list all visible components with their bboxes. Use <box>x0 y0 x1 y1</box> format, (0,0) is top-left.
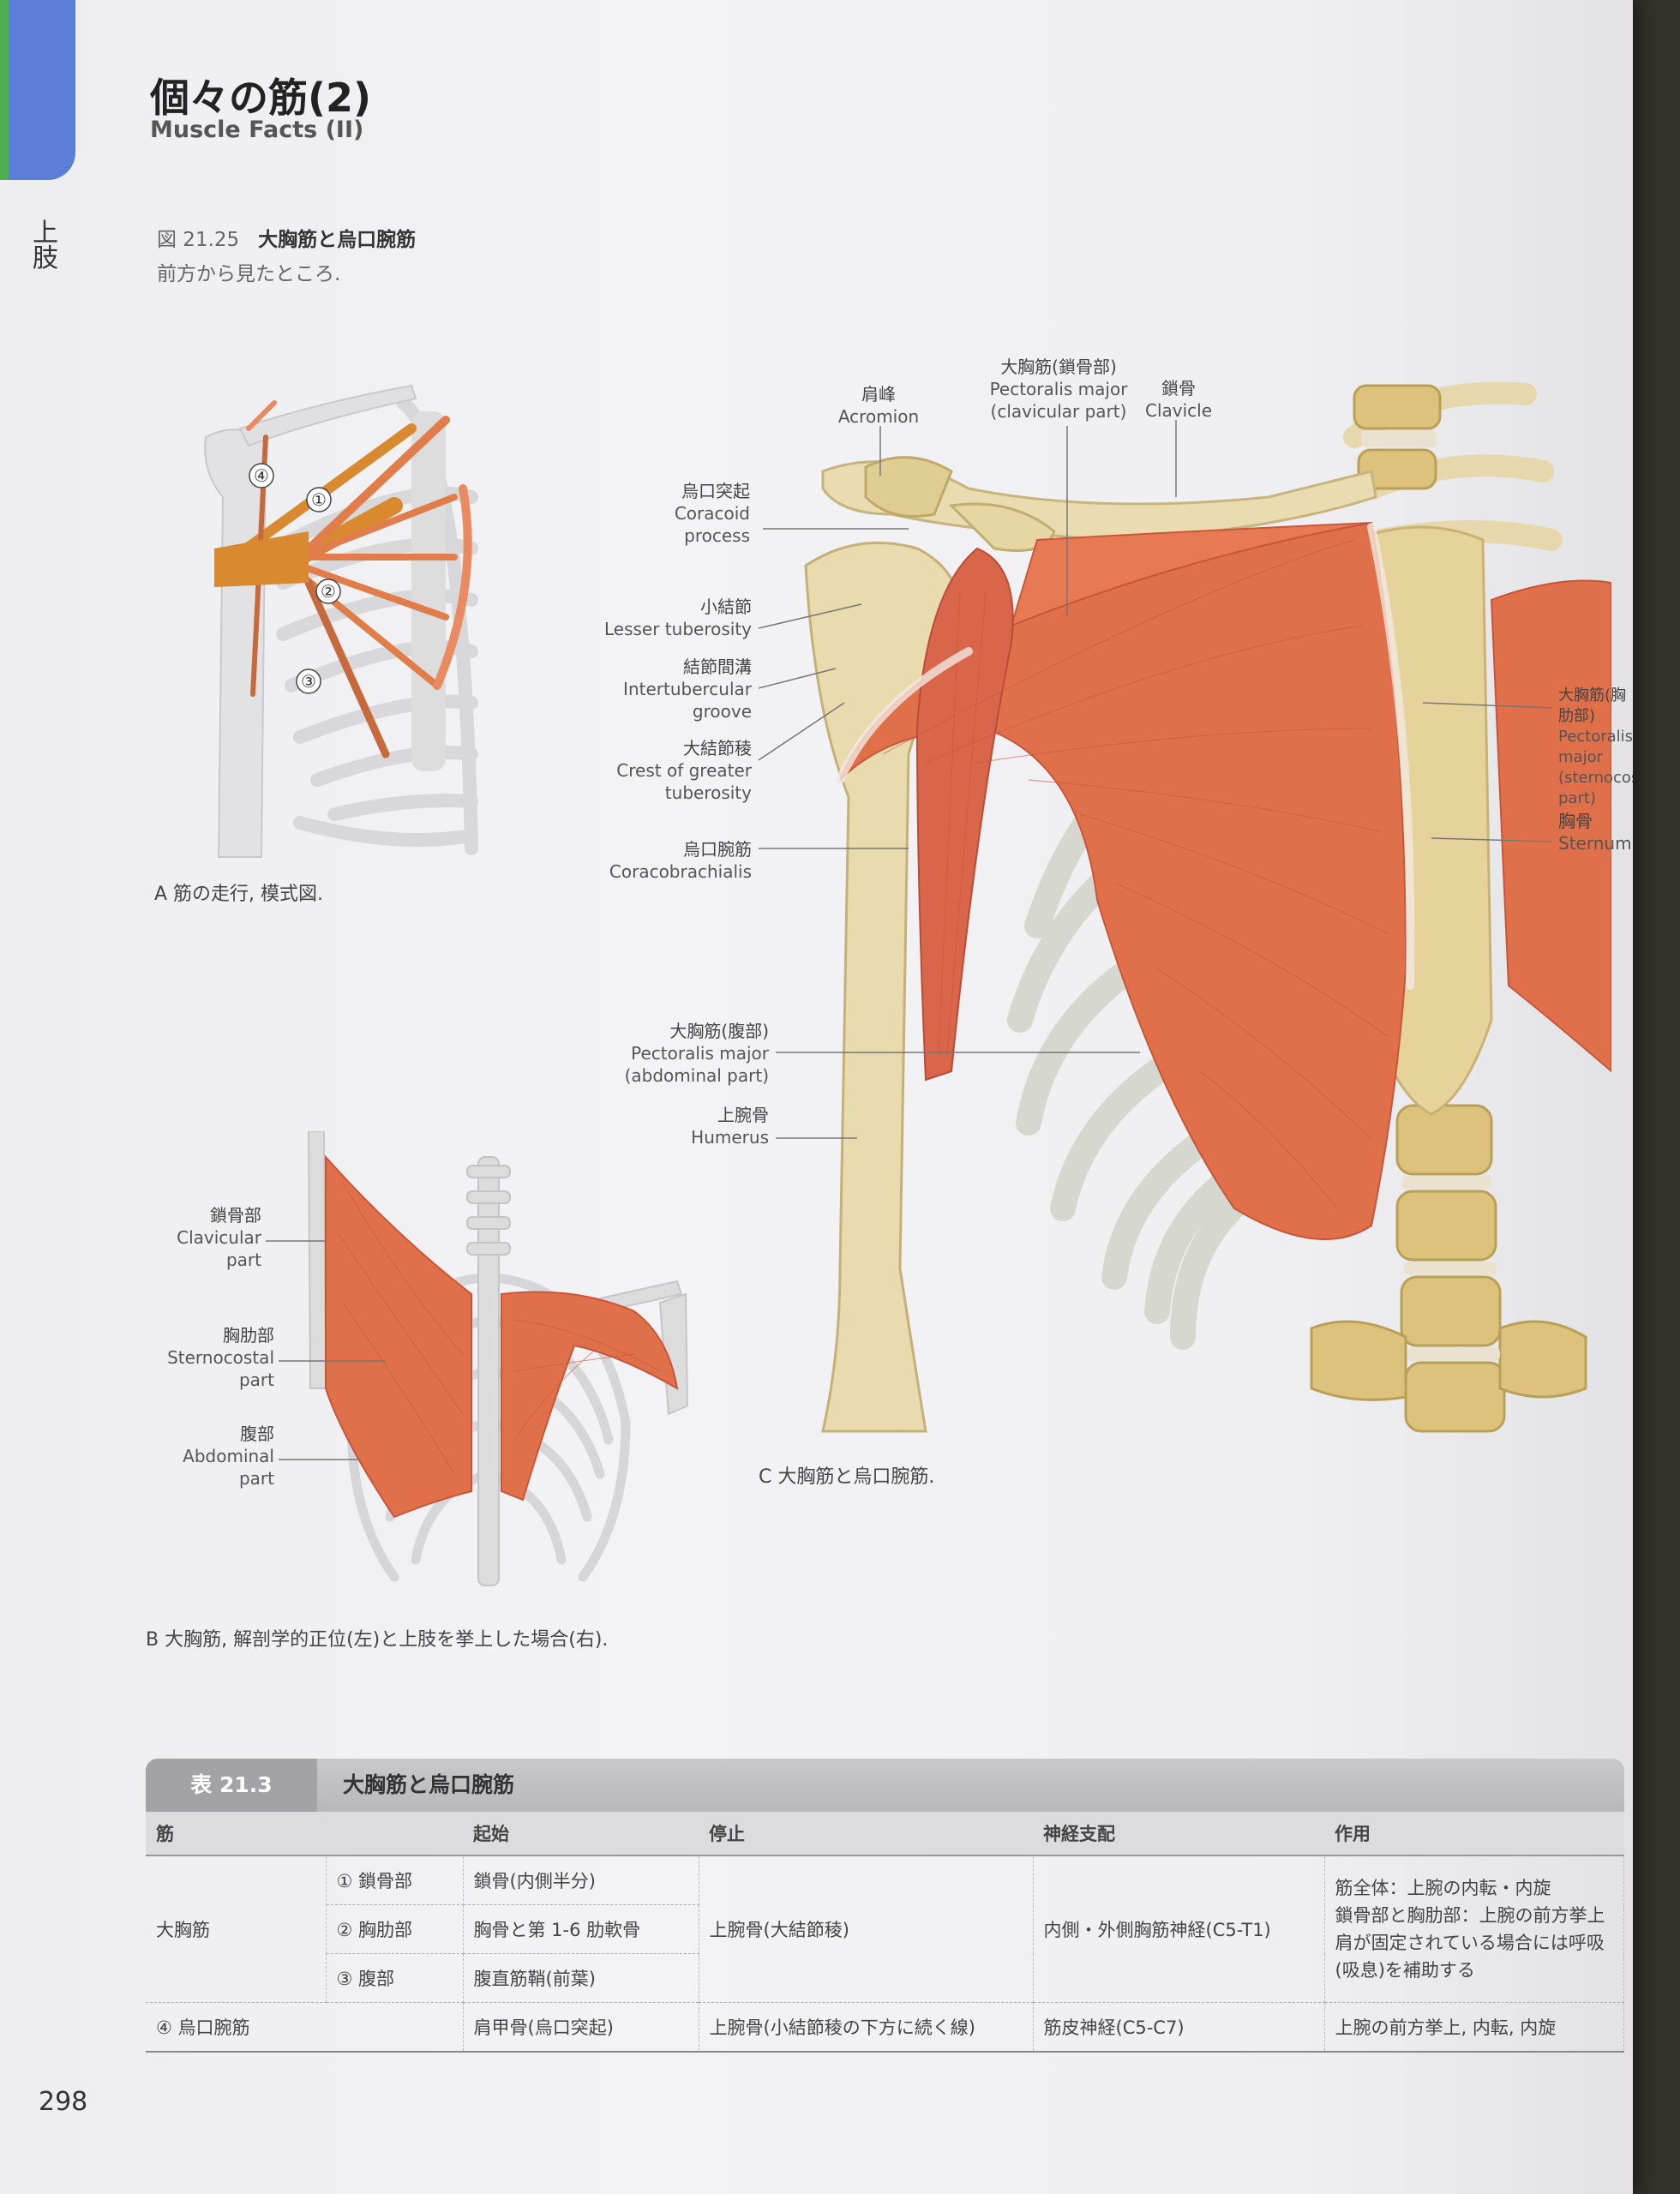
table-badge: 表 21.3 <box>146 1759 317 1812</box>
cell-cb-origin: 肩甲骨(烏口突起) <box>463 2002 699 2053</box>
b-label-clavicular: 鎖骨部 Clavicular part <box>177 1205 261 1270</box>
panel-a-schematic: ① ② ③ ④ <box>204 384 478 858</box>
cell-pm-nerve: 内側・外側胸筋神経(C5-T1) <box>1033 1855 1325 2003</box>
col-header-innervation: 神経支配 <box>1033 1812 1324 1856</box>
c-label-acromion: 肩峰 Acromion <box>837 384 920 427</box>
panel-c-caption: C 大胸筋と烏口腕筋. <box>759 1466 935 1488</box>
c-label-humerus: 上腕骨 Humerus <box>691 1105 769 1148</box>
figure-number: 図 21.25 <box>157 229 240 251</box>
cell-part: ① 鎖骨部 <box>326 1855 464 1905</box>
c-label-pm-clavicular: 大胸筋(鎖骨部) Pectoralis major (clavicular pa… <box>989 357 1128 422</box>
cell-origin: 鎖骨(内側半分) <box>463 1855 699 1905</box>
textbook-page: 上肢 個々の筋(2) Muscle Facts (II) 図 21.25 大胸筋と… <box>0 0 1633 2194</box>
marker-3: ③ <box>301 671 316 692</box>
cell-cb-name: ④ 烏口腕筋 <box>146 2002 464 2053</box>
c-discs <box>1361 430 1500 1361</box>
col-header-insertion: 停止 <box>699 1812 1033 1856</box>
figure-subtitle: 前方から見たところ. <box>157 263 341 285</box>
c-muscle-fibers <box>882 539 1389 1209</box>
c-coracobrachialis <box>915 547 1014 1082</box>
c-leader-lines <box>758 420 1552 1139</box>
figure-title: 大胸筋と烏口腕筋 <box>258 229 417 251</box>
schematic-clavicle <box>238 384 417 447</box>
col-header-action: 作用 <box>1324 1812 1624 1856</box>
c-label-crest-greater: 大結節稜 Crest of greater tuberosity <box>616 738 752 803</box>
table-row: ③ 腹部 腹直筋鞘(前葉) <box>146 1953 1624 2003</box>
panel-a-caption: A 筋の走行, 模式図. <box>154 884 324 905</box>
b-spine <box>466 1156 511 1586</box>
b-label-sternocostal: 胸肋部 Sternocostal part <box>167 1325 274 1390</box>
c-label-pm-abdominal: 大胸筋(腹部) Pectoralis major (abdominal part… <box>624 1021 769 1086</box>
table-row: 大胸筋 ① 鎖骨部 鎖骨(内側半分) 上腕骨(大結節稜) 内側・外側胸筋神経(C… <box>146 1855 1624 2003</box>
c-tendon-edges <box>836 523 1415 990</box>
cell-pm-action: 筋全体：上腕の内転・内旋 鎖骨部と胸肋部：上腕の前方挙上 肩が固定されている場合… <box>1324 1855 1624 2003</box>
cell-cb-insertion: 上腕骨(小結節稜の下方に続く線) <box>699 2002 1034 2053</box>
c-label-lesser-tuberosity: 小結節 Lesser tuberosity <box>603 596 752 639</box>
b-leader-lines <box>266 1240 386 1460</box>
col-header-origin: 起始 <box>463 1812 699 1856</box>
cell-part: ② 胸肋部 <box>326 1904 464 1954</box>
table-row: ② 胸肋部 胸骨と第 1-6 肋軟骨 <box>146 1904 1624 1954</box>
c-spine <box>1310 384 1587 1433</box>
c-coracoid <box>948 502 1056 552</box>
schematic-tendon <box>214 531 309 587</box>
c-acromion <box>864 456 953 518</box>
b-label-abdominal: 腹部 Abdominal part <box>183 1424 274 1489</box>
panel-b-illustration <box>307 1131 689 1586</box>
c-label-pm-sternocostal: 大胸筋(胸肋部) Pectoralis major (sternocostal … <box>1558 686 1633 807</box>
marker-2: ② <box>321 581 336 602</box>
figure-caption: 図 21.25 大胸筋と烏口腕筋 <box>157 223 416 252</box>
chapter-tab-edge <box>0 0 9 180</box>
muscle-table: 表 21.3 大胸筋と烏口腕筋 筋 起始 停止 神経支配 作用 大胸筋 ① 鎖骨… <box>146 1759 1624 2053</box>
table-header-row: 筋 起始 停止 神経支配 作用 <box>146 1812 1624 1856</box>
b-right-pectoralis <box>501 1291 679 1502</box>
cell-pm-insertion: 上腕骨(大結節稜) <box>699 1855 1034 2003</box>
panel-b-caption: B 大胸筋, 解剖学的正位(左)と上肢を挙上した場合(右). <box>146 1629 609 1651</box>
cell-pm-name: 大胸筋 <box>146 1855 327 2003</box>
cell-cb-action: 上腕の前方挙上, 内転, 内旋 <box>1324 2002 1624 2053</box>
page-number: 298 <box>39 2087 88 2117</box>
c-label-intertubercular: 結節間溝 Intertubercular groove <box>623 656 752 722</box>
cell-cb-nerve: 筋皮神経(C5-C7) <box>1033 2002 1325 2053</box>
c-label-coracoid: 烏口突起 Coracoid process <box>674 481 750 546</box>
c-label-sternum: 胸骨 Sternum <box>1558 811 1632 854</box>
cell-origin: 胸骨と第 1-6 肋軟骨 <box>463 1904 699 1954</box>
c-pectoralis-right <box>1490 579 1611 1073</box>
table-title: 大胸筋と烏口腕筋 <box>343 1772 515 1797</box>
cell-origin: 腹直筋鞘(前葉) <box>463 1953 699 2003</box>
cell-part: ③ 腹部 <box>326 1953 464 2003</box>
b-left-pectoralis <box>325 1154 472 1519</box>
page-subtitle: Muscle Facts (II) <box>150 117 364 143</box>
chapter-tab <box>0 0 75 180</box>
marker-1: ① <box>311 489 327 510</box>
panel-c-illustration <box>804 381 1611 1433</box>
b-arms <box>307 1131 689 1416</box>
c-label-coracobrachialis: 烏口腕筋 Coracobrachialis <box>609 839 752 882</box>
table-row: ④ 烏口腕筋 肩甲骨(烏口突起) 上腕骨(小結節稜の下方に続く線) 筋皮神経(C… <box>146 2002 1624 2053</box>
col-header-muscle: 筋 <box>146 1812 463 1856</box>
side-label: 上肢 <box>27 219 57 270</box>
c-label-clavicle: 鎖骨 Clavicle <box>1144 378 1213 421</box>
page-title: 個々の筋(2) <box>150 75 372 121</box>
schematic-humerus <box>204 429 267 858</box>
table-header-bar: 表 21.3 大胸筋と烏口腕筋 <box>146 1759 1624 1812</box>
schematic-markers: ① ② ③ ④ <box>249 463 341 694</box>
b-muscle-fibers <box>338 1182 661 1475</box>
marker-4: ④ <box>254 465 269 486</box>
table-body: 筋 起始 停止 神経支配 作用 大胸筋 ① 鎖骨部 鎖骨(内側半分) 上腕骨(大… <box>146 1812 1624 2053</box>
